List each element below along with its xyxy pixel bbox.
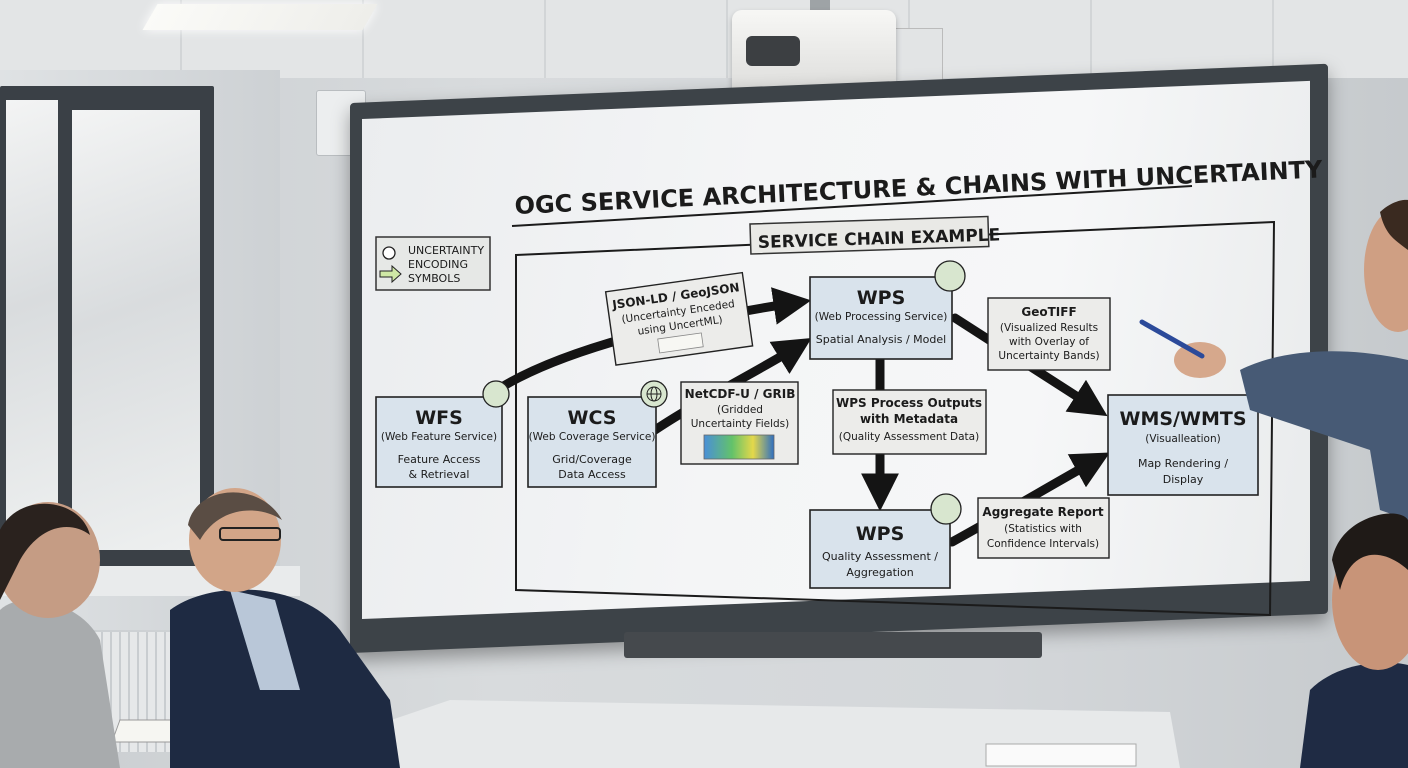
attendee-man-glasses <box>170 488 400 768</box>
projector-lens <box>746 36 800 66</box>
note-geotiff: GeoTIFF (Visualized Results with Overlay… <box>987 297 1111 371</box>
geotiff-line-4: Uncertainty Bands) <box>998 350 1099 362</box>
heatmap-thumbnail <box>703 434 775 460</box>
process-line-1: WPS Process Outputs <box>836 396 982 410</box>
wms-title: WMS/WMTS <box>1120 408 1247 430</box>
wcs-line-3: Data Access <box>558 468 626 481</box>
presenter <box>1139 199 1408 520</box>
wps-bottom-title: WPS <box>856 523 905 545</box>
node-wps-bottom: WPS Quality Assessment / Aggregation <box>809 493 962 589</box>
netcdf-line-1: NetCDF-U / GRIB <box>685 387 796 401</box>
wfs-title: WFS <box>415 407 463 429</box>
wms-line-2: Map Rendering / <box>1138 457 1228 470</box>
netcdf-line-2: (Gridded <box>717 404 763 416</box>
wps-top-title: WPS <box>857 287 906 309</box>
note-process-outputs: WPS Process Outputs with Metadata (Quali… <box>832 389 987 455</box>
geotiff-line-1: GeoTIFF <box>1021 305 1076 319</box>
window-pane-right <box>72 110 200 550</box>
wms-subtitle: (Visualleation) <box>1145 433 1220 445</box>
wps-top-subtitle: (Web Processing Service) <box>815 311 948 323</box>
service-chain-container <box>515 220 1276 617</box>
note-netcdf-grib: NetCDF-U / GRIB (Gridded Uncertainty Fie… <box>680 381 799 465</box>
wcs-title: WCS <box>568 407 617 429</box>
node-wms-wmts: WMS/WMTS (Visualleation) Map Rendering /… <box>1107 394 1259 496</box>
node-wfs: WFS (Web Feature Service) Feature Access… <box>375 380 510 488</box>
geotiff-line-2: (Visualized Results <box>1000 322 1098 334</box>
wfs-uncertainty-badge <box>482 380 510 408</box>
pen-icon <box>1139 319 1205 359</box>
conference-table <box>250 700 1180 768</box>
wcs-subtitle: (Web Coverage Service) <box>529 431 656 443</box>
legend-line-3: SYMBOLS <box>408 272 460 285</box>
node-wcs: WCS (Web Coverage Service) Grid/Coverage… <box>527 380 668 488</box>
attendee-woman <box>0 502 120 768</box>
report-line-3: Confidence Intervals) <box>987 538 1099 550</box>
chain-label-box <box>749 215 990 255</box>
wps-bottom-uncertainty-badge <box>930 493 962 525</box>
note-jsonld-geojson: JSON-LD / GeoJSON (Uncertainty Enceded u… <box>604 271 754 366</box>
process-line-3: (Quality Assessment Data) <box>839 431 979 443</box>
jsonld-doc-thumbnail <box>657 332 704 354</box>
wfs-subtitle: (Web Feature Service) <box>381 431 497 443</box>
wps-bottom-line-1: Quality Assessment / <box>822 550 938 563</box>
title-underline <box>511 185 1193 227</box>
wcs-line-2: Grid/Coverage <box>552 453 632 466</box>
note-aggregate-report: Aggregate Report (Statistics with Confid… <box>977 497 1110 559</box>
wfs-line-2: Feature Access <box>398 453 481 466</box>
wps-top-uncertainty-badge <box>934 260 966 292</box>
wps-top-line-2: Spatial Analysis / Model <box>816 333 946 346</box>
uncertainty-legend: UNCERTAINTY ENCODING SYMBOLS <box>375 236 491 291</box>
netcdf-line-3: Uncertainty Fields) <box>691 418 789 430</box>
attendee-man-right <box>1300 513 1408 768</box>
arrow-wps-bottom-to-wms <box>947 452 1110 547</box>
legend-line-2: ENCODING <box>408 258 468 271</box>
wms-line-3: Display <box>1163 473 1204 486</box>
legend-line-1: UNCERTAINTY <box>408 244 484 257</box>
report-line-2: (Statistics with <box>1004 523 1082 535</box>
wps-bottom-line-2: Aggregation <box>846 566 913 579</box>
legend-arrow-icon <box>379 264 402 284</box>
geotiff-line-3: with Overlay of <box>1009 336 1089 348</box>
papers <box>985 743 1137 767</box>
window-pane-left <box>6 100 58 550</box>
legend-circle-icon <box>382 246 396 260</box>
wfs-line-3: & Retrieval <box>409 468 470 481</box>
report-line-1: Aggregate Report <box>982 505 1103 519</box>
marker-tray <box>624 632 1042 658</box>
globe-icon <box>640 380 668 408</box>
process-line-2: with Metadata <box>860 412 958 426</box>
node-wps-top: WPS (Web Processing Service) Spatial Ana… <box>809 260 966 360</box>
